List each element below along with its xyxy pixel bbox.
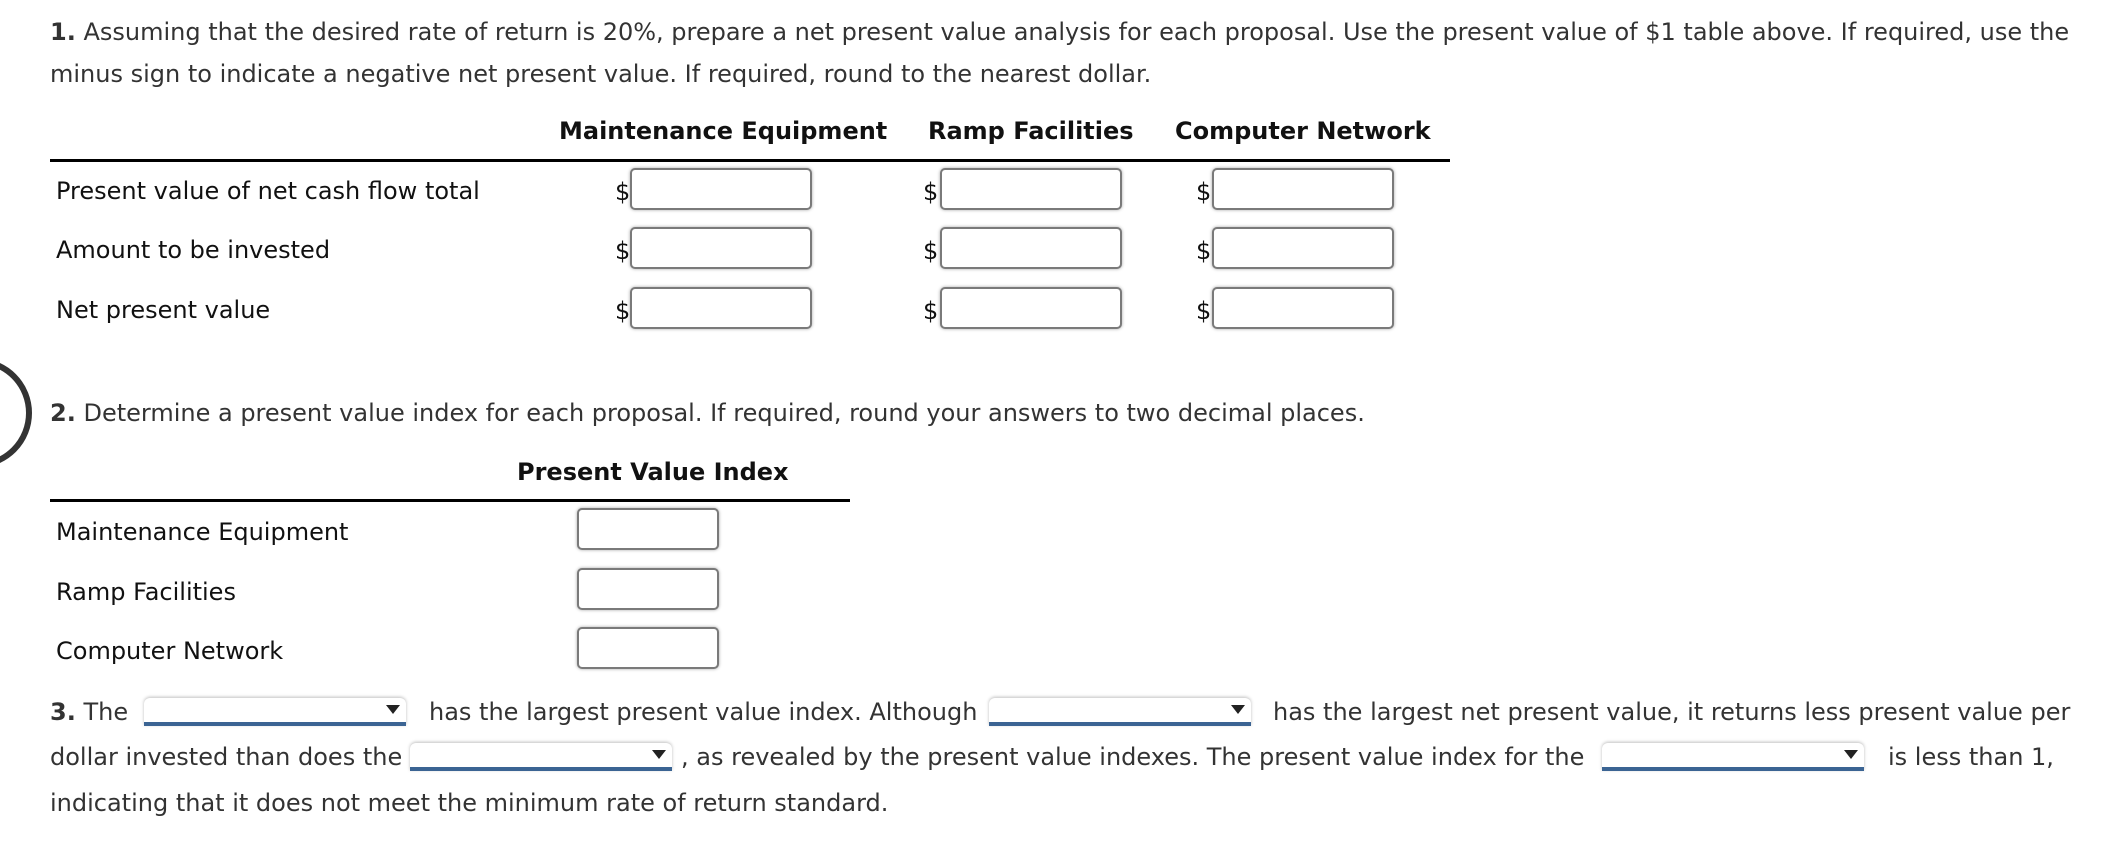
q2-text: 2. Determine a present value index for e… <box>50 391 1365 435</box>
col-header-ramp-facilities: Ramp Facilities <box>928 117 1134 145</box>
input-npv-ramp-facilities[interactable] <box>940 287 1122 329</box>
col-header-computer-network: Computer Network <box>1175 117 1431 145</box>
dollar-sign: $ <box>923 297 939 325</box>
col-header-present-value-index: Present Value Index <box>517 458 789 486</box>
row-label-computer-network: Computer Network <box>56 637 284 665</box>
input-pv-computer-network[interactable] <box>1212 168 1394 210</box>
q2-number: 2. <box>50 399 76 427</box>
dollar-sign: $ <box>615 237 631 265</box>
input-invested-computer-network[interactable] <box>1212 227 1394 269</box>
dropdown-pvi-less-than-1[interactable] <box>1602 743 1864 771</box>
q1-number: 1. <box>50 18 76 46</box>
row-label-maintenance-equipment: Maintenance Equipment <box>56 518 349 546</box>
q3-text-largest-npv: has the largest net present value, it re… <box>1273 698 2071 726</box>
row-label-ramp-facilities: Ramp Facilities <box>56 578 236 606</box>
q3-line1-start: 3. The <box>50 690 128 734</box>
dollar-sign: $ <box>923 178 939 206</box>
dollar-sign: $ <box>923 237 939 265</box>
row-label-net-present-value: Net present value <box>56 296 271 324</box>
dollar-sign: $ <box>1196 297 1212 325</box>
input-npv-computer-network[interactable] <box>1212 287 1394 329</box>
q3-text-largest-pvi: has the largest present value index. Alt… <box>429 698 978 726</box>
chevron-down-icon <box>652 750 666 759</box>
dropdown-largest-pvi[interactable] <box>144 698 406 726</box>
q1-instructions: Assuming that the desired rate of return… <box>83 18 2070 46</box>
dollar-sign: $ <box>615 178 631 206</box>
input-invested-ramp-facilities[interactable] <box>940 227 1122 269</box>
q3-text-the: The <box>83 698 129 726</box>
q2-instructions: Determine a present value index for each… <box>83 399 1365 427</box>
q2-header-rule <box>50 499 850 502</box>
dollar-sign: $ <box>615 297 631 325</box>
input-pvi-maintenance-equipment[interactable] <box>577 508 719 550</box>
dropdown-better-pvi[interactable] <box>410 743 672 771</box>
q3-text-conclusion: indicating that it does not meet the min… <box>50 789 889 817</box>
input-pvi-computer-network[interactable] <box>577 627 719 669</box>
dollar-sign: $ <box>1196 178 1212 206</box>
row-label-pv-net-cash-flow: Present value of net cash flow total <box>56 177 480 205</box>
input-pvi-ramp-facilities[interactable] <box>577 568 719 610</box>
q3-text-dollar-invested: dollar invested than does the <box>50 743 403 771</box>
q1-text-line1: 1. Assuming that the desired rate of ret… <box>50 10 2069 54</box>
input-pv-ramp-facilities[interactable] <box>940 168 1122 210</box>
chevron-down-icon <box>1231 705 1245 714</box>
chevron-down-icon <box>386 705 400 714</box>
q3-text-less-than-1: is less than 1, <box>1888 743 2054 771</box>
q1-header-rule <box>50 159 1450 162</box>
q1-text-line2: minus sign to indicate a negative net pr… <box>50 60 1152 88</box>
input-pv-maintenance-equipment[interactable] <box>630 168 812 210</box>
col-header-maintenance-equipment: Maintenance Equipment <box>559 117 888 145</box>
row-label-amount-invested: Amount to be invested <box>56 236 331 264</box>
circle-marker-icon <box>0 358 32 468</box>
input-npv-maintenance-equipment[interactable] <box>630 287 812 329</box>
q3-number: 3. <box>50 698 76 726</box>
dropdown-largest-npv[interactable] <box>989 698 1251 726</box>
input-invested-maintenance-equipment[interactable] <box>630 227 812 269</box>
q3-text-revealed: , as revealed by the present value index… <box>681 743 1585 771</box>
dollar-sign: $ <box>1196 237 1212 265</box>
chevron-down-icon <box>1844 750 1858 759</box>
